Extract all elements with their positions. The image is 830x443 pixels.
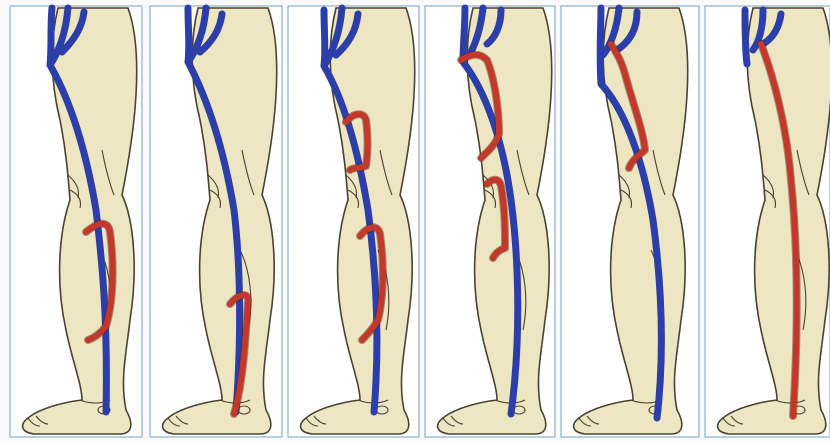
panel-4: [425, 6, 555, 437]
panel-5: [561, 6, 699, 437]
panel-6: [705, 6, 830, 437]
panel-2: [150, 6, 282, 437]
panel-3: [288, 6, 419, 437]
panel-1: [10, 6, 142, 437]
